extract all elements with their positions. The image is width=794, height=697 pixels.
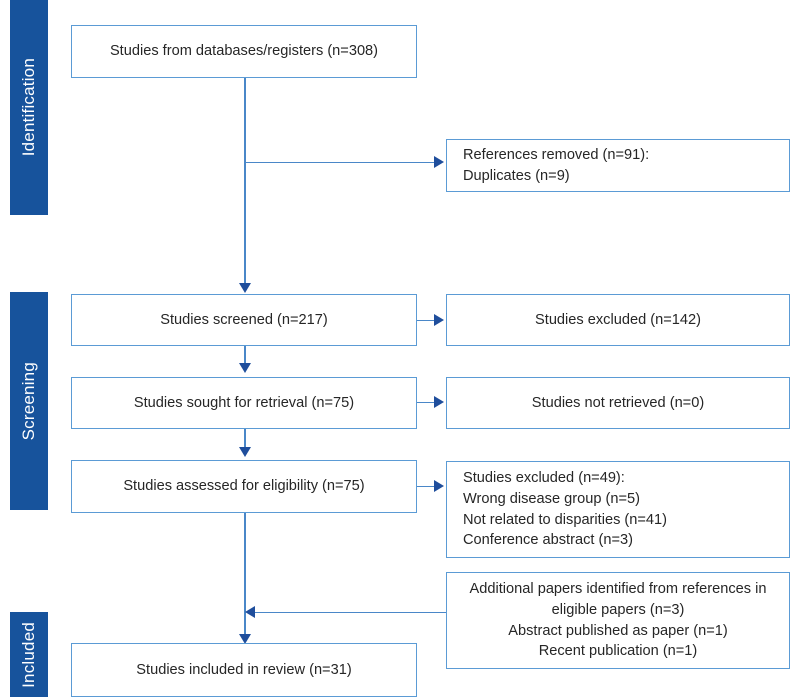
arrowhead-databases-to-removed: [434, 156, 444, 168]
box-studies-excluded-screening[interactable]: Studies excluded (n=142): [446, 294, 790, 346]
phase-bar-identification: Identification: [10, 0, 48, 215]
box-studies-from-databases[interactable]: Studies from databases/registers (n=308): [71, 25, 417, 78]
box-additional-papers[interactable]: Additional papers identified from refere…: [446, 572, 790, 669]
connector-databases-to-screened: [244, 78, 246, 284]
box-references-removed[interactable]: References removed (n=91): Duplicates (n…: [446, 139, 790, 192]
box-studies-excluded-eligibility[interactable]: Studies excluded (n=49): Wrong disease g…: [446, 461, 790, 558]
arrowhead-databases-to-screened: [238, 283, 251, 293]
box-studies-included-in-review[interactable]: Studies included in review (n=31): [71, 643, 417, 697]
box-studies-assessed-for-eligibility-text: Studies assessed for eligibility (n=75): [123, 478, 365, 495]
arrowhead-sought-to-not-retrieved: [434, 396, 444, 408]
connector-sought-to-not-retrieved: [417, 401, 435, 404]
box-studies-screened-text: Studies screened (n=217): [160, 311, 328, 328]
box-studies-sought-for-retrieval-text: Studies sought for retrieval (n=75): [133, 394, 355, 411]
box-additional-papers-text: Additional papers identified from refere…: [469, 581, 767, 660]
box-studies-from-databases-text: Studies from databases/registers (n=308): [109, 43, 379, 60]
connector-screened-to-sought: [244, 346, 246, 364]
phase-label-identification: Identification: [19, 58, 38, 157]
phase-bar-screening: Screening: [10, 292, 48, 510]
box-studies-screened[interactable]: Studies screened (n=217): [71, 294, 417, 346]
arrowhead-additional-to-included: [245, 606, 255, 618]
connector-additional-to-included: [255, 611, 447, 614]
connector-databases-to-removed: [245, 161, 435, 164]
phase-bar-included: Included: [10, 612, 48, 697]
phase-label-screening: Screening: [19, 361, 38, 441]
box-studies-not-retrieved[interactable]: Studies not retrieved (n=0): [446, 377, 790, 429]
box-studies-included-in-review-text: Studies included in review (n=31): [136, 661, 352, 678]
arrowhead-sought-to-assessed: [238, 447, 251, 457]
connector-screened-to-excluded: [417, 319, 435, 322]
box-studies-sought-for-retrieval[interactable]: Studies sought for retrieval (n=75): [71, 377, 417, 429]
box-studies-excluded-screening-text: Studies excluded (n=142): [535, 311, 701, 328]
box-studies-assessed-for-eligibility[interactable]: Studies assessed for eligibility (n=75): [71, 460, 417, 513]
arrowhead-screened-to-excluded: [434, 314, 444, 326]
connector-assessed-to-included: [244, 513, 246, 638]
arrowhead-assessed-to-excluded-eligibility: [434, 480, 444, 492]
box-references-removed-text: References removed (n=91): Duplicates (n…: [463, 146, 650, 184]
phase-label-included: Included: [19, 621, 38, 688]
connector-assessed-to-excluded-eligibility: [417, 485, 435, 488]
connector-sought-to-assessed: [244, 429, 246, 448]
box-studies-not-retrieved-text: Studies not retrieved (n=0): [531, 394, 705, 411]
arrowhead-assessed-to-included: [238, 634, 251, 644]
arrowhead-screened-to-sought: [238, 363, 251, 373]
box-studies-excluded-eligibility-text: Studies excluded (n=49): Wrong disease g…: [463, 470, 668, 549]
